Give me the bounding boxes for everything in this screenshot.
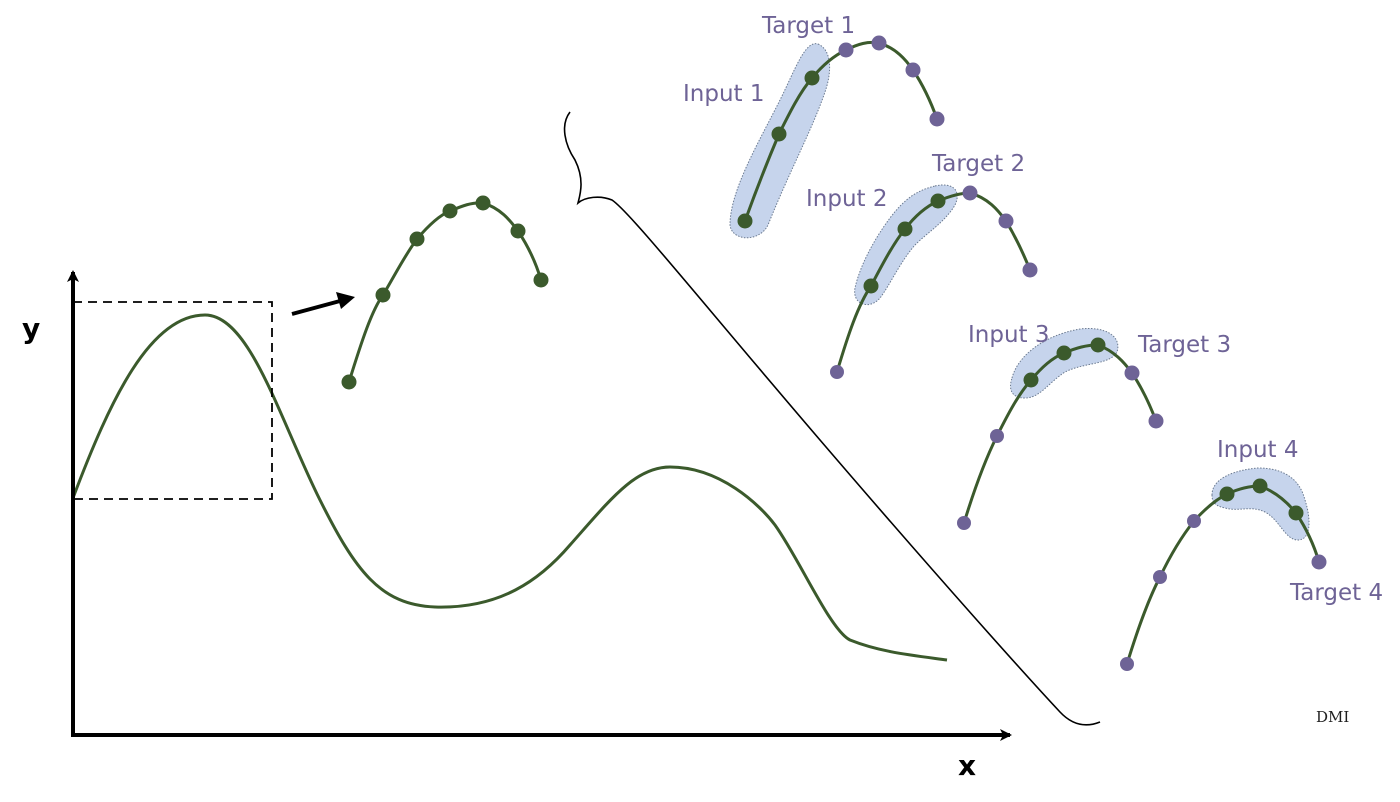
y-axis-label: y: [22, 312, 40, 345]
input-highlight: [1211, 467, 1310, 541]
sample-point: [442, 203, 458, 219]
target-point: [962, 185, 978, 201]
target-point: [1120, 657, 1134, 671]
target-label: Target 3: [1137, 332, 1231, 358]
zoomed-sample-curve: [341, 195, 549, 390]
input-highlight: [854, 184, 958, 306]
watermark: DMI: [1316, 708, 1349, 726]
target-point: [830, 365, 844, 379]
target-point: [998, 213, 1014, 229]
input-label: Input 4: [1217, 437, 1299, 463]
sample-point: [475, 195, 491, 211]
target-point: [1311, 554, 1327, 570]
sample-point: [409, 231, 425, 247]
window-2: Input 2 Target 2: [806, 151, 1038, 379]
target-point: [905, 62, 921, 78]
window-3: Input 3 Target 3: [957, 322, 1231, 530]
curly-brace-icon: [563, 111, 1101, 726]
input-label: Input 2: [806, 186, 888, 212]
input-point: [771, 126, 787, 142]
sample-point: [533, 272, 549, 288]
target-point: [1153, 570, 1167, 584]
target-point: [1124, 365, 1140, 381]
target-point: [838, 42, 854, 58]
target-label: Target 1: [761, 13, 855, 39]
input-label: Input 3: [968, 322, 1050, 348]
window-1: Input 1 Target 1: [683, 13, 945, 239]
zoom-region-box: [72, 301, 273, 500]
target-point: [871, 35, 887, 51]
input-point: [737, 213, 753, 229]
arrow-right-icon: [291, 292, 355, 316]
input-point: [1090, 337, 1106, 353]
sample-point: [510, 223, 526, 239]
target-point: [929, 111, 945, 127]
x-axis-label: x: [958, 749, 976, 782]
target-label: Target 2: [931, 151, 1025, 177]
target-label: Target 4: [1289, 580, 1383, 606]
input-point: [1219, 486, 1235, 502]
sample-point: [341, 374, 357, 390]
input-point: [930, 193, 946, 209]
input-point: [1288, 505, 1304, 521]
target-point: [1148, 413, 1164, 429]
target-point: [1022, 262, 1038, 278]
input-label: Input 1: [683, 81, 765, 107]
sample-point: [375, 287, 391, 303]
target-point: [1187, 514, 1201, 528]
input-point: [897, 221, 913, 237]
time-series-curve: [71, 313, 948, 662]
input-point: [1023, 372, 1039, 388]
target-point: [990, 429, 1004, 443]
window-4: Input 4 Target 4: [1120, 437, 1383, 671]
input-point: [804, 70, 820, 86]
input-point: [863, 278, 879, 294]
input-point: [1252, 478, 1268, 494]
input-point: [1056, 345, 1072, 361]
target-point: [957, 516, 971, 530]
